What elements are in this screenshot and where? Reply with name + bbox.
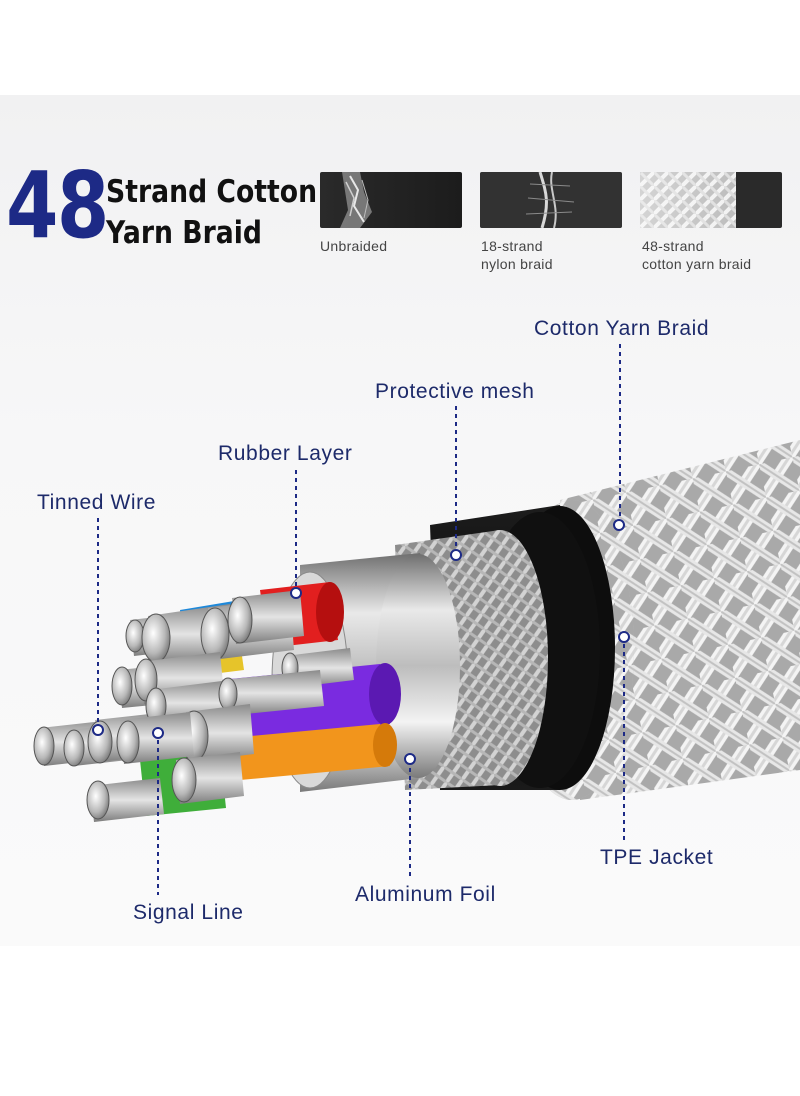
- headline-line-2: Yarn Braid: [106, 215, 262, 251]
- aluminum-foil-dot: [404, 753, 416, 765]
- frayed-cable-end-photo: [320, 172, 462, 228]
- signal-line-label: Signal Line: [133, 901, 244, 924]
- tinned-wires: [33, 590, 354, 822]
- tpe-jacket-label: TPE Jacket: [600, 846, 714, 869]
- unbraided-swatch: [320, 172, 462, 228]
- unbraided-caption: Unbraided: [320, 238, 388, 254]
- cotton-yarn-braid-dot: [613, 519, 625, 531]
- rubber-layer-dot: [290, 587, 302, 599]
- nylon-braid-photo: [480, 172, 622, 228]
- aluminum-foil-label: Aluminum Foil: [355, 883, 496, 906]
- tinned-wire-label: Tinned Wire: [37, 491, 157, 514]
- nylon-braid-swatch: [480, 172, 622, 228]
- headline: Strand Cotton Yarn Braid: [106, 172, 317, 254]
- cotton-braid-photo: [640, 172, 782, 228]
- protective-mesh-label: Protective mesh: [375, 380, 535, 403]
- rubber-layer-label: Rubber Layer: [218, 442, 353, 465]
- tinned-wire-dot: [92, 724, 104, 736]
- tpe-jacket-dot: [618, 631, 630, 643]
- protective-mesh-dot: [450, 549, 462, 561]
- cotton-braid-caption: 48-strand cotton yarn braid: [642, 238, 752, 272]
- headline-line-1: Strand Cotton: [106, 174, 318, 210]
- callout-dots: [92, 519, 630, 765]
- strand-count-number: 48: [6, 152, 109, 259]
- cotton-yarn-braid-label: Cotton Yarn Braid: [534, 317, 710, 340]
- leader-lines: [97, 344, 625, 895]
- nylon-braid-caption: 18-strand nylon braid: [481, 238, 553, 272]
- cotton-braid-swatch: [640, 172, 782, 228]
- signal-line-dot: [152, 727, 164, 739]
